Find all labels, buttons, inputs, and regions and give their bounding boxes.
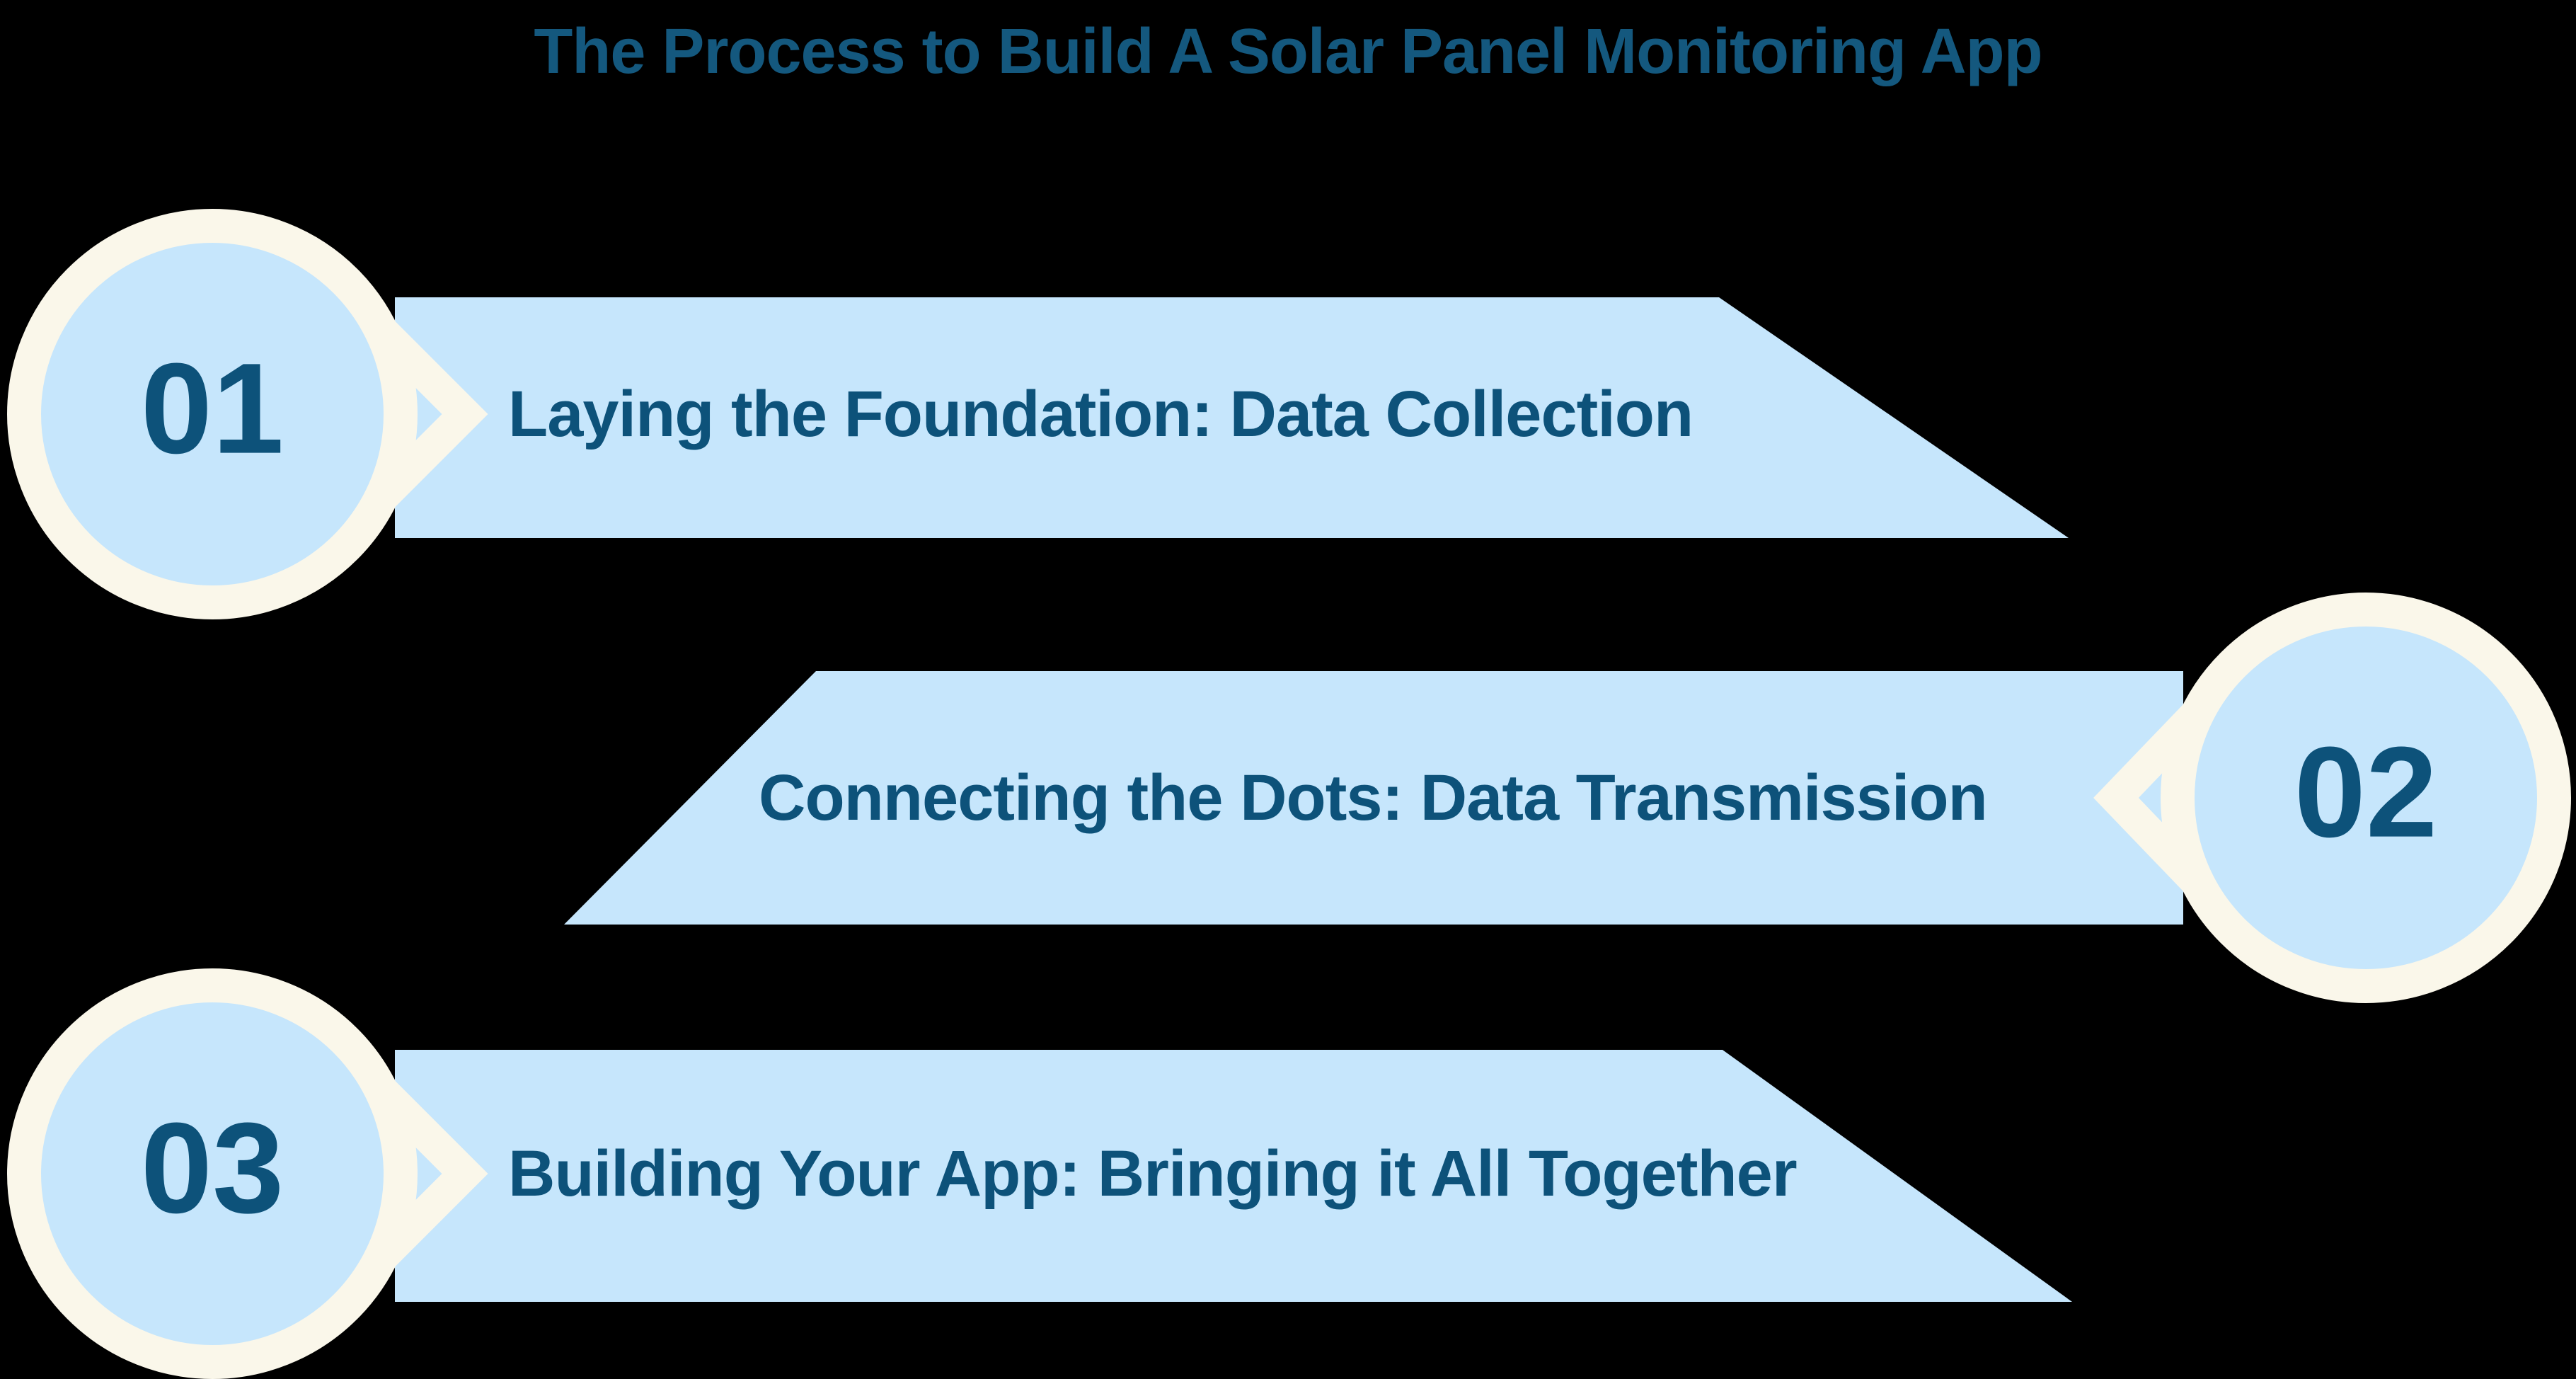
step-banner-3 — [395, 1050, 2072, 1302]
step-number-badge-3 — [7, 968, 418, 1379]
step-number-3: 03 — [140, 1095, 284, 1240]
step-row-2 — [564, 593, 2571, 1003]
step-number-badge-1 — [7, 209, 418, 619]
step-banner-1 — [395, 297, 2069, 538]
step-banner-2 — [564, 671, 2183, 925]
step-number-badge-2 — [2161, 593, 2571, 1003]
step-label-1: Laying the Foundation: Data Collection — [508, 378, 1694, 450]
step-row-1 — [7, 209, 2069, 619]
step-label-3: Building Your App: Bringing it All Toget… — [508, 1138, 1798, 1210]
step-number-1: 01 — [140, 336, 284, 481]
step-row-3 — [7, 968, 2072, 1379]
page-title: The Process to Build A Solar Panel Monit… — [534, 16, 2042, 87]
step-number-2: 02 — [2294, 719, 2438, 864]
step-label-2: Connecting the Dots: Data Transmission — [759, 762, 1988, 834]
